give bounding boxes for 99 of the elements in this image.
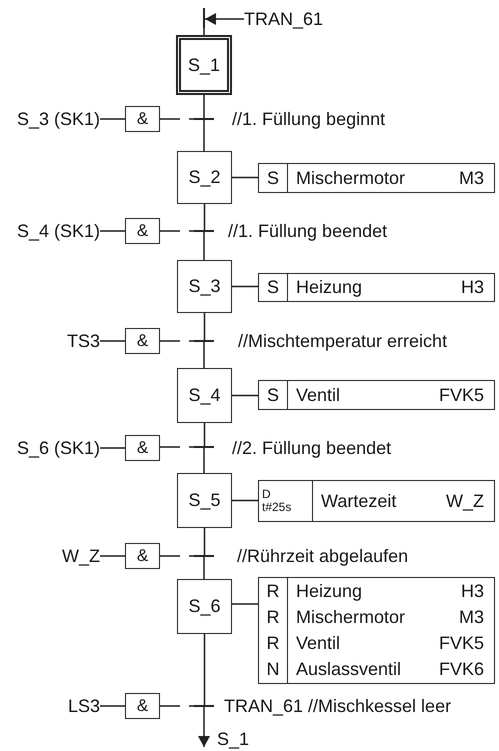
action-qualifier: N [266, 659, 280, 680]
action-box [258, 577, 495, 605]
and-symbol: & [136, 546, 148, 566]
connector-line [100, 447, 125, 449]
transition-comment: TRAN_61 //Mischkessel leer [224, 694, 452, 718]
action-box [258, 380, 495, 410]
and-gate-box [125, 328, 160, 354]
action-qualifier: S [266, 277, 279, 298]
action-name: Mischermotor [296, 606, 406, 628]
action-name: Heizung [296, 277, 362, 298]
arrow [198, 707, 210, 747]
action-qualifier-text: D t#25s [262, 488, 292, 514]
condition-text: S_6 (SK1) [0, 435, 100, 461]
and-symbol: & [136, 696, 148, 716]
action-name: Ventil [296, 632, 340, 654]
connector-line [160, 230, 194, 232]
connector-line [203, 342, 205, 368]
step-box [177, 260, 232, 313]
action-box [258, 273, 495, 302]
step-name: S_5 [188, 490, 221, 511]
action-variable: H3 [460, 580, 484, 602]
connector-line [203, 448, 205, 473]
transition-comment: //1. Füllung beendet [228, 220, 388, 243]
transition-comment: //2. Füllung beendet [232, 436, 392, 460]
action-name: Ventil [296, 384, 340, 406]
step-box [177, 579, 232, 634]
and-gate-box [125, 106, 160, 132]
connector-line [232, 603, 258, 605]
condition-text: TS3 [0, 328, 100, 354]
action-variable: H3 [460, 277, 484, 298]
and-symbol: & [136, 331, 148, 351]
action-name: Heizung [296, 580, 362, 602]
action-qualifier: R [266, 632, 280, 654]
step-name: S_1 [188, 54, 220, 76]
action-qualifier: S [266, 384, 279, 406]
step-name: S_6 [188, 596, 221, 617]
action-variable: FVK5 [438, 384, 484, 406]
action-variable: W_Z [446, 490, 484, 512]
action-name: Mischermotor [296, 168, 406, 188]
arrow [205, 13, 244, 25]
and-gate-box [125, 693, 160, 719]
connector-line [204, 204, 206, 230]
connector-line [160, 340, 194, 342]
action-qualifier: R [266, 606, 280, 628]
connector-line [204, 634, 206, 705]
action-box [258, 656, 495, 684]
step-box [177, 368, 232, 423]
and-symbol: & [136, 221, 148, 241]
action-box [258, 163, 495, 193]
connector-line [203, 28, 205, 35]
connector-line [203, 232, 205, 260]
connector-line [204, 313, 206, 340]
initial-step-box [176, 35, 232, 95]
connector-line [100, 340, 125, 342]
connector-line [204, 423, 206, 446]
connector-line [232, 394, 258, 396]
transition-comment: //1. Füllung beginnt [232, 108, 386, 131]
connector-line [203, 120, 205, 151]
action-qualifier: S [266, 168, 279, 188]
condition-text: S_4 (SK1) [0, 218, 100, 244]
action-name: Wartezeit [321, 490, 396, 512]
connector-line [160, 555, 194, 557]
action-name: Auslassventil [296, 659, 402, 680]
connector-line [232, 176, 258, 178]
condition-text: W_Z [0, 543, 100, 569]
connector-line [203, 557, 205, 579]
and-gate-box [125, 218, 160, 244]
and-gate-box [125, 543, 160, 569]
and-gate-box [125, 435, 160, 461]
action-variable: FVK6 [438, 659, 484, 680]
connector-line [160, 446, 194, 448]
connector-line [100, 705, 125, 707]
connector-line [232, 286, 258, 288]
action-variable: FVK5 [438, 632, 484, 654]
step-name: S_3 [188, 276, 221, 297]
connector-line [160, 118, 194, 120]
transition-comment: //Rührzeit abgelaufen [237, 544, 408, 568]
connector-line [100, 555, 125, 557]
step-name: S_4 [188, 385, 221, 406]
connector-line [100, 230, 125, 232]
action-box [258, 480, 495, 522]
connector-line [160, 705, 194, 707]
action-variable: M3 [458, 168, 484, 188]
connector-line [100, 118, 125, 120]
jump-label: TRAN_61 [244, 8, 344, 30]
step-box [177, 473, 232, 528]
action-variable: M3 [458, 606, 484, 628]
connector-line [232, 500, 258, 502]
jump-label: S_1 [217, 728, 257, 750]
connector-line [204, 528, 206, 555]
connector-line [203, 95, 205, 118]
step-box [177, 151, 232, 204]
and-symbol: & [136, 109, 148, 129]
action-qualifier: R [266, 580, 280, 602]
step-name: S_2 [188, 167, 221, 188]
condition-text: S_3 (SK1) [0, 106, 100, 132]
and-symbol: & [136, 438, 148, 458]
transition-comment: //Mischtemperatur erreicht [238, 330, 448, 353]
condition-text: LS3 [0, 693, 100, 719]
